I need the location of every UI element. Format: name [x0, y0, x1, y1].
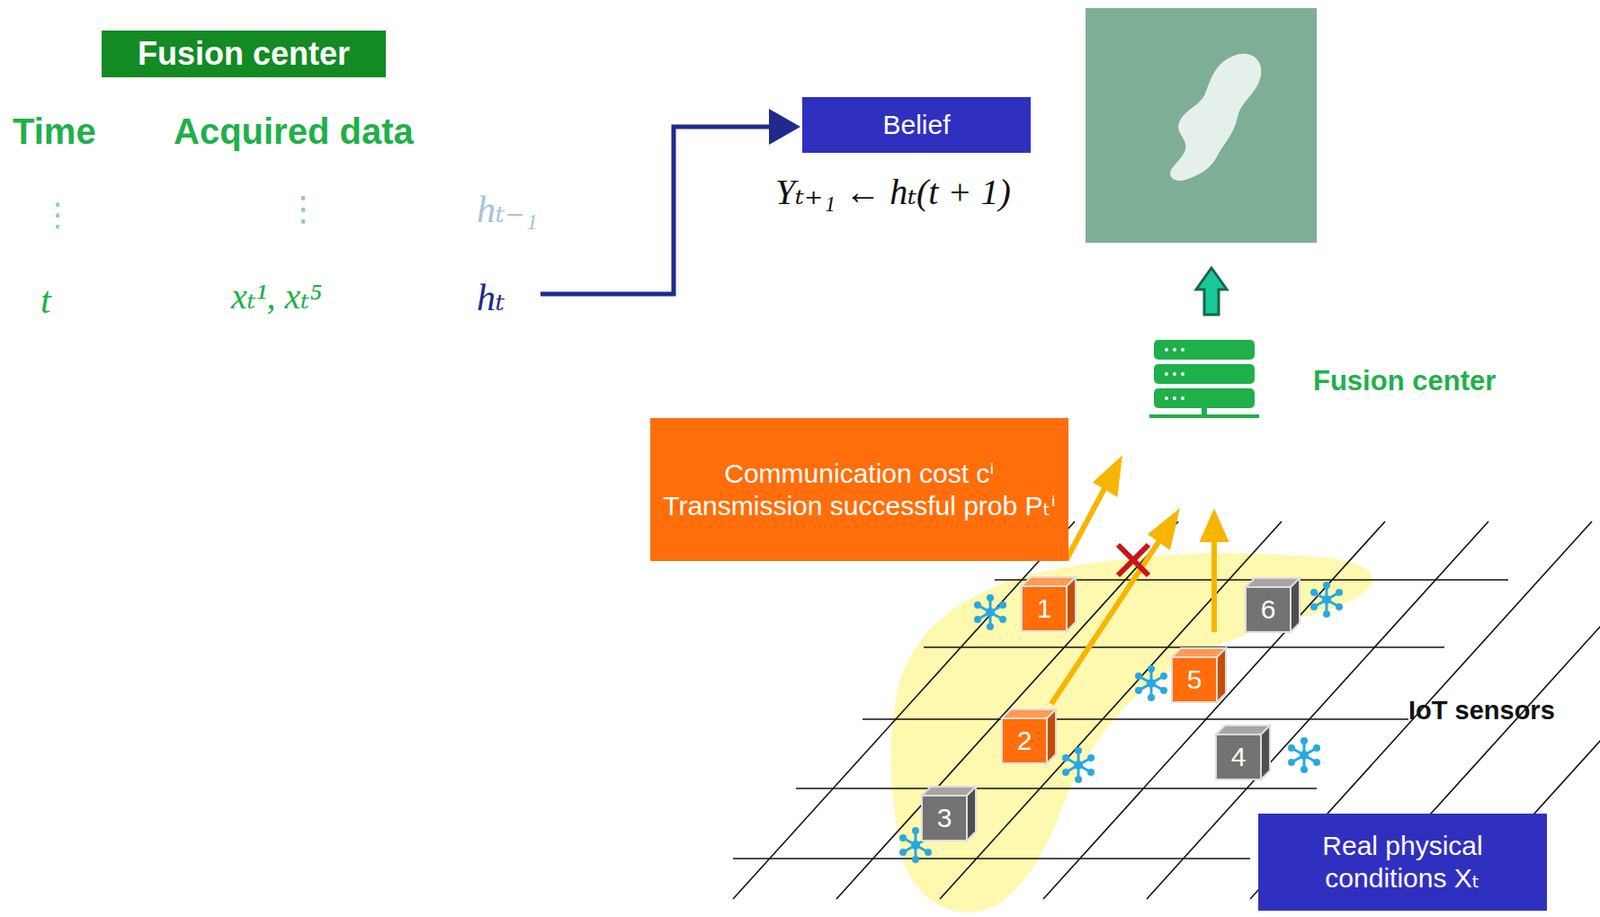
belief-arrow [540, 126, 796, 295]
column-header: Time [12, 111, 97, 152]
transmission-arrows [1051, 462, 1225, 705]
failed-x [1117, 545, 1149, 576]
ellipsis: ⋮ [286, 188, 321, 229]
fusion-center-label: Fusion center [1313, 365, 1496, 398]
column-header: Acquired data [173, 111, 414, 152]
conditions-box: Real physical conditions Xₜ [1258, 813, 1547, 912]
sensor-cube: 5 [1168, 644, 1230, 707]
sensor-cube: 4 [1212, 722, 1274, 784]
up-arrow [1196, 268, 1227, 315]
node-text: Communication cost cⁱ [724, 457, 994, 491]
node-text: Transmission successful prob Pₜⁱ [662, 490, 1056, 523]
sensor-cube: 6 [1242, 574, 1304, 636]
callout-number: 5 [1171, 657, 1217, 703]
callout-number: 2 [1001, 718, 1047, 764]
callout-number: 1 [1021, 586, 1067, 632]
sensor-cube: 2 [998, 706, 1060, 768]
belief-box: Belief [802, 97, 1031, 153]
node-text: Fusion center [137, 34, 350, 73]
fusion-center-tag: Fusion center [101, 30, 386, 78]
map-blob [1170, 53, 1261, 181]
hidden-state: hₜ₋₁ [476, 187, 538, 232]
ellipsis: ⋮ [41, 196, 74, 234]
hidden-state: hₜ [476, 275, 505, 320]
sensor-grid [732, 521, 1600, 900]
server-icon [1149, 339, 1260, 419]
map-image [1085, 8, 1317, 243]
acquired-data: xₜ¹, xₜ⁵ [231, 275, 322, 318]
node-text: Real physical conditions Xₜ [1267, 830, 1538, 895]
node-text: Belief [882, 108, 950, 142]
belief-formula: Yₜ₊₁ ← hₜ(t + 1) [775, 170, 1011, 214]
callout-number: 6 [1245, 587, 1291, 633]
communication-box: Communication cost cⁱTransmission succes… [650, 418, 1069, 562]
sensor-cube: 3 [918, 783, 980, 845]
iot-label: IoT sensors [1408, 696, 1556, 726]
callout-number: 3 [921, 795, 967, 841]
time-value: t [40, 278, 52, 322]
sensor-cube: 1 [1018, 573, 1080, 635]
callout-number: 4 [1215, 734, 1261, 780]
